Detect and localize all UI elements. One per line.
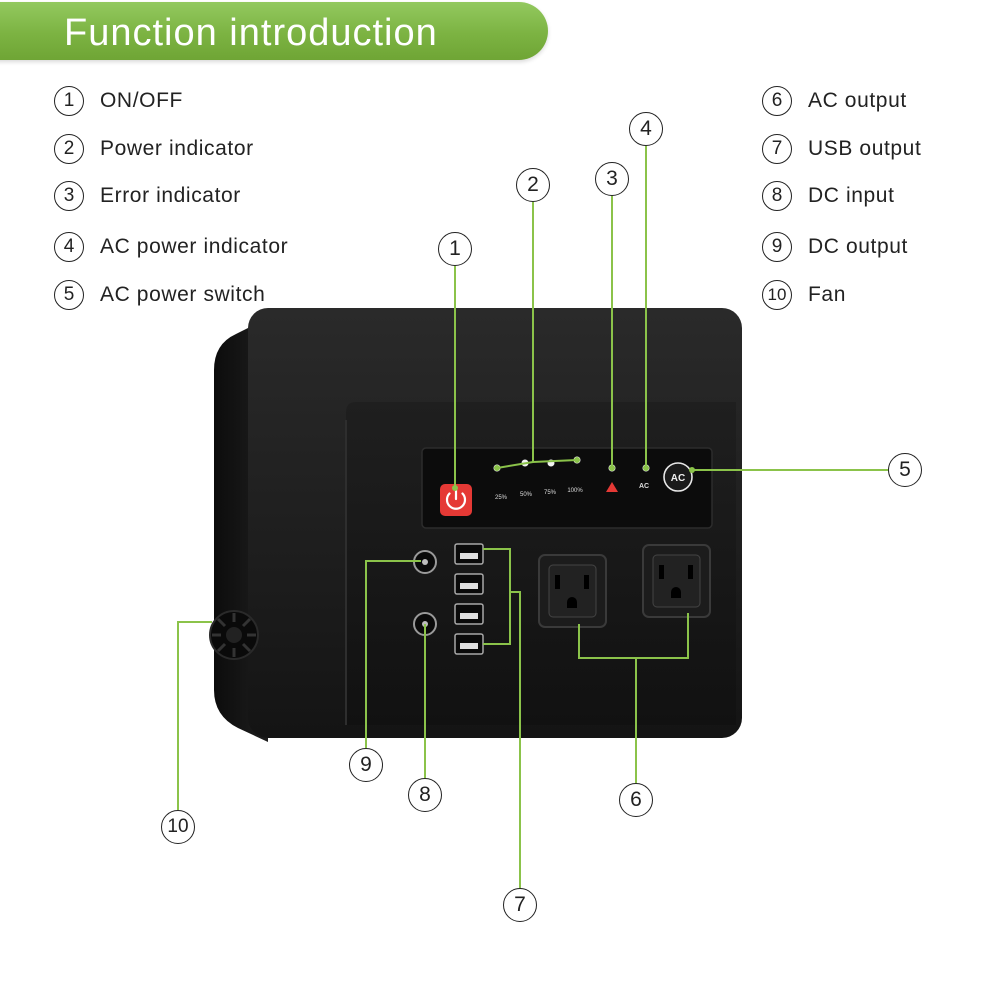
- legend-item-usb-output: 7 USB output: [762, 132, 921, 166]
- legend-item-ac-output: 6 AC output: [762, 84, 907, 118]
- callout-2: 2: [516, 168, 550, 202]
- legend-label: USB output: [808, 137, 922, 160]
- power-icon: [445, 492, 467, 510]
- legend-label: Fan: [808, 283, 846, 306]
- callout-1: 1: [438, 232, 472, 266]
- ac-indicator-label: AC: [639, 483, 649, 490]
- leader-line-7-stem: [510, 591, 521, 888]
- legend-number: 3: [54, 181, 84, 211]
- legend-label: Power indicator: [100, 137, 254, 160]
- level-label-75: 75%: [544, 490, 557, 496]
- legend-label: Error indicator: [100, 184, 241, 207]
- page-title: Function introduction: [64, 12, 438, 54]
- legend-number: 8: [762, 181, 792, 211]
- legend-number: 7: [762, 134, 792, 164]
- warning-triangle-icon: [606, 482, 618, 492]
- leader-line-10: [177, 621, 212, 810]
- callout-9: 9: [349, 748, 383, 782]
- callout-8: 8: [408, 778, 442, 812]
- legend-item-dc-output: 9 DC output: [762, 230, 908, 264]
- callout-4: 4: [629, 112, 663, 146]
- legend-number: 9: [762, 232, 792, 262]
- callout-5: 5: [888, 453, 922, 487]
- level-label-100: 100%: [567, 488, 583, 494]
- usb-port[interactable]: [454, 573, 484, 595]
- leader-line-6: [578, 613, 689, 659]
- legend-item-ac-power-indicator: 4 AC power indicator: [54, 230, 288, 264]
- legend-label: DC input: [808, 184, 895, 207]
- leader-lines: [177, 146, 888, 888]
- legend-item-error-indicator: 3 Error indicator: [54, 179, 241, 213]
- legend-label: AC output: [808, 89, 907, 112]
- usb-port[interactable]: [454, 633, 484, 655]
- legend-label: AC power switch: [100, 283, 266, 306]
- title-banner: Function introduction: [0, 2, 548, 60]
- leader-line-9: [365, 560, 421, 748]
- legend-label: DC output: [808, 235, 908, 258]
- leader-line-7: [483, 548, 511, 645]
- legend-number: 6: [762, 86, 792, 116]
- ac-outlet-right[interactable]: [642, 544, 711, 618]
- callout-7: 7: [503, 888, 537, 922]
- legend-item-ac-power-switch: 5 AC power switch: [54, 278, 265, 312]
- level-label-25: 25%: [495, 495, 508, 501]
- ac-outlet-left[interactable]: [538, 554, 607, 628]
- legend-number: 4: [54, 232, 84, 262]
- usb-port[interactable]: [454, 603, 484, 625]
- leader-line-2-branch: [496, 459, 578, 469]
- legend-number: 5: [54, 280, 84, 310]
- callout-6: 6: [619, 783, 653, 817]
- ac-power-switch[interactable]: AC: [663, 462, 693, 492]
- legend-item-power-indicator: 2 Power indicator: [54, 132, 254, 166]
- legend-number: 10: [762, 280, 792, 310]
- callout-10: 10: [161, 810, 195, 844]
- legend-item-on-off: 1 ON/OFF: [54, 84, 183, 118]
- callout-3: 3: [595, 162, 629, 196]
- legend-number: 1: [54, 86, 84, 116]
- legend-label: ON/OFF: [100, 89, 183, 112]
- level-label-50: 50%: [520, 492, 533, 498]
- legend-item-fan: 10 Fan: [762, 278, 846, 312]
- usb-port[interactable]: [454, 543, 484, 565]
- fan-vent: [209, 610, 259, 660]
- legend-item-dc-input: 8 DC input: [762, 179, 895, 213]
- legend-label: AC power indicator: [100, 235, 289, 258]
- legend-number: 2: [54, 134, 84, 164]
- ac-switch-label: AC: [671, 473, 685, 484]
